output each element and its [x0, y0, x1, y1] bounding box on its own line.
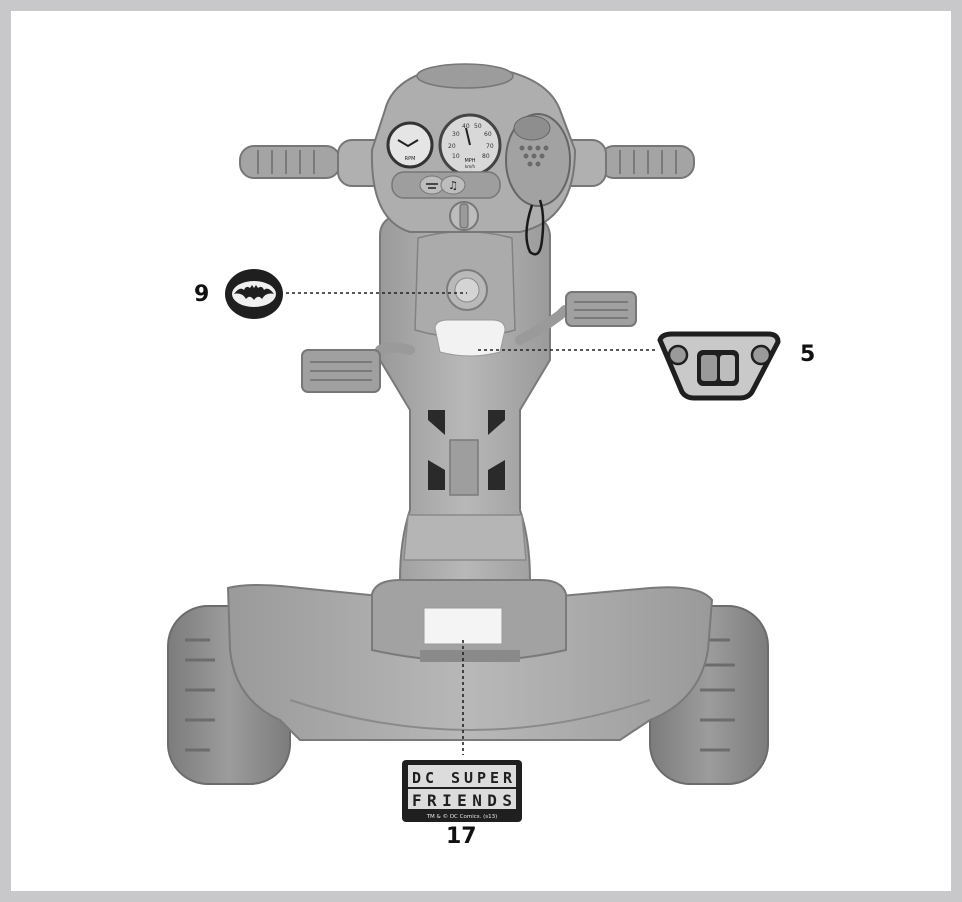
callout-number-9: 9 — [194, 282, 210, 307]
switch-panel-decal — [657, 331, 781, 401]
svg-text:40: 40 — [462, 123, 470, 130]
left-footrest — [301, 342, 415, 393]
horn-icon — [426, 183, 438, 189]
svg-text:30: 30 — [452, 131, 460, 138]
center-spine — [379, 211, 551, 645]
dc-super-friends-decal: DC SUPER FRIENDS TM & © DC Comics. (s13) — [402, 760, 522, 822]
svg-text:80: 80 — [482, 153, 490, 160]
handlebar-right — [555, 139, 695, 187]
tachometer-unit: RPM — [405, 156, 416, 162]
right-footrest — [515, 291, 637, 345]
speedometer-gauge: 30 20 10 40 50 60 70 80 MPH km/h — [438, 113, 502, 177]
svg-text:MPH: MPH — [464, 158, 475, 164]
music-note-icon: ♫ — [448, 179, 458, 192]
svg-text:10: 10 — [452, 153, 460, 160]
dashboard-button-panel: ♫ — [391, 171, 501, 199]
leader-lines — [286, 292, 655, 755]
tachometer-gauge: RPM — [386, 121, 434, 169]
ignition-knob — [449, 201, 479, 231]
svg-text:20: 20 — [448, 143, 456, 150]
rear-base — [226, 579, 714, 741]
radio-handset — [505, 113, 571, 256]
svg-text:70: 70 — [486, 143, 494, 150]
decal-fine-print: TM & © DC Comics. (s13) — [426, 813, 498, 820]
svg-text:60: 60 — [484, 131, 492, 138]
svg-text:50: 50 — [474, 123, 482, 130]
callout-number-5: 5 — [800, 342, 816, 367]
svg-text:km/h: km/h — [465, 164, 476, 169]
dashboard: RPM 30 20 10 40 50 60 70 80 MPH km/h ♫ — [370, 63, 577, 256]
callout-number-17: 17 — [446, 824, 477, 849]
batman-logo-decal — [225, 269, 283, 319]
bat-icon — [234, 285, 274, 300]
